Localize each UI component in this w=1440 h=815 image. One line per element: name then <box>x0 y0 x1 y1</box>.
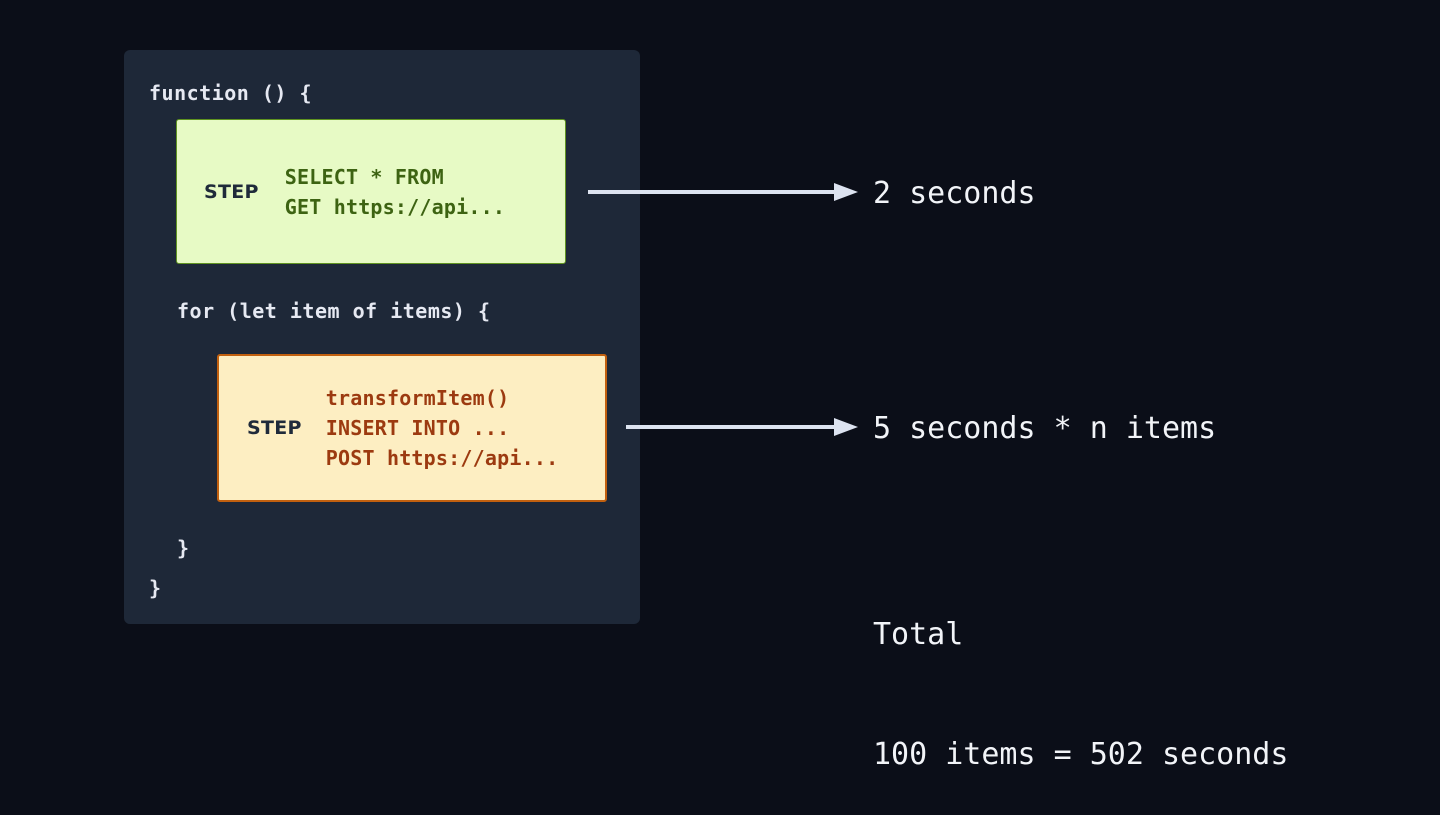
step-label: STEP <box>247 417 302 439</box>
code-line-for-close: } <box>177 536 190 560</box>
code-line-for-open: for (let item of items) { <box>177 299 491 323</box>
code-panel: function () { STEP SELECT * FROM GET htt… <box>124 50 640 624</box>
step-code-block: transformItem() INSERT INTO ... POST htt… <box>325 386 559 470</box>
code-line-function-close: } <box>149 576 162 600</box>
total-title: Total <box>873 617 964 652</box>
step-label: STEP <box>204 180 259 203</box>
code-line-function-open: function () { <box>149 81 313 105</box>
step-box-query[interactable]: STEP SELECT * FROM GET https://api... <box>176 119 566 264</box>
annotation-step-1-duration: 2 seconds <box>873 176 1036 211</box>
step-code-block: SELECT * FROM GET https://api... <box>284 164 506 219</box>
arrow-right-icon <box>626 415 858 439</box>
total-summary: Total 100 items = 502 seconds <box>873 535 1288 815</box>
arrow-right-icon <box>588 180 858 204</box>
step-box-transform[interactable]: STEP transformItem() INSERT INTO ... POS… <box>217 354 607 502</box>
total-value: 100 items = 502 seconds <box>873 737 1289 772</box>
annotation-step-2-duration: 5 seconds * n items <box>873 411 1217 446</box>
